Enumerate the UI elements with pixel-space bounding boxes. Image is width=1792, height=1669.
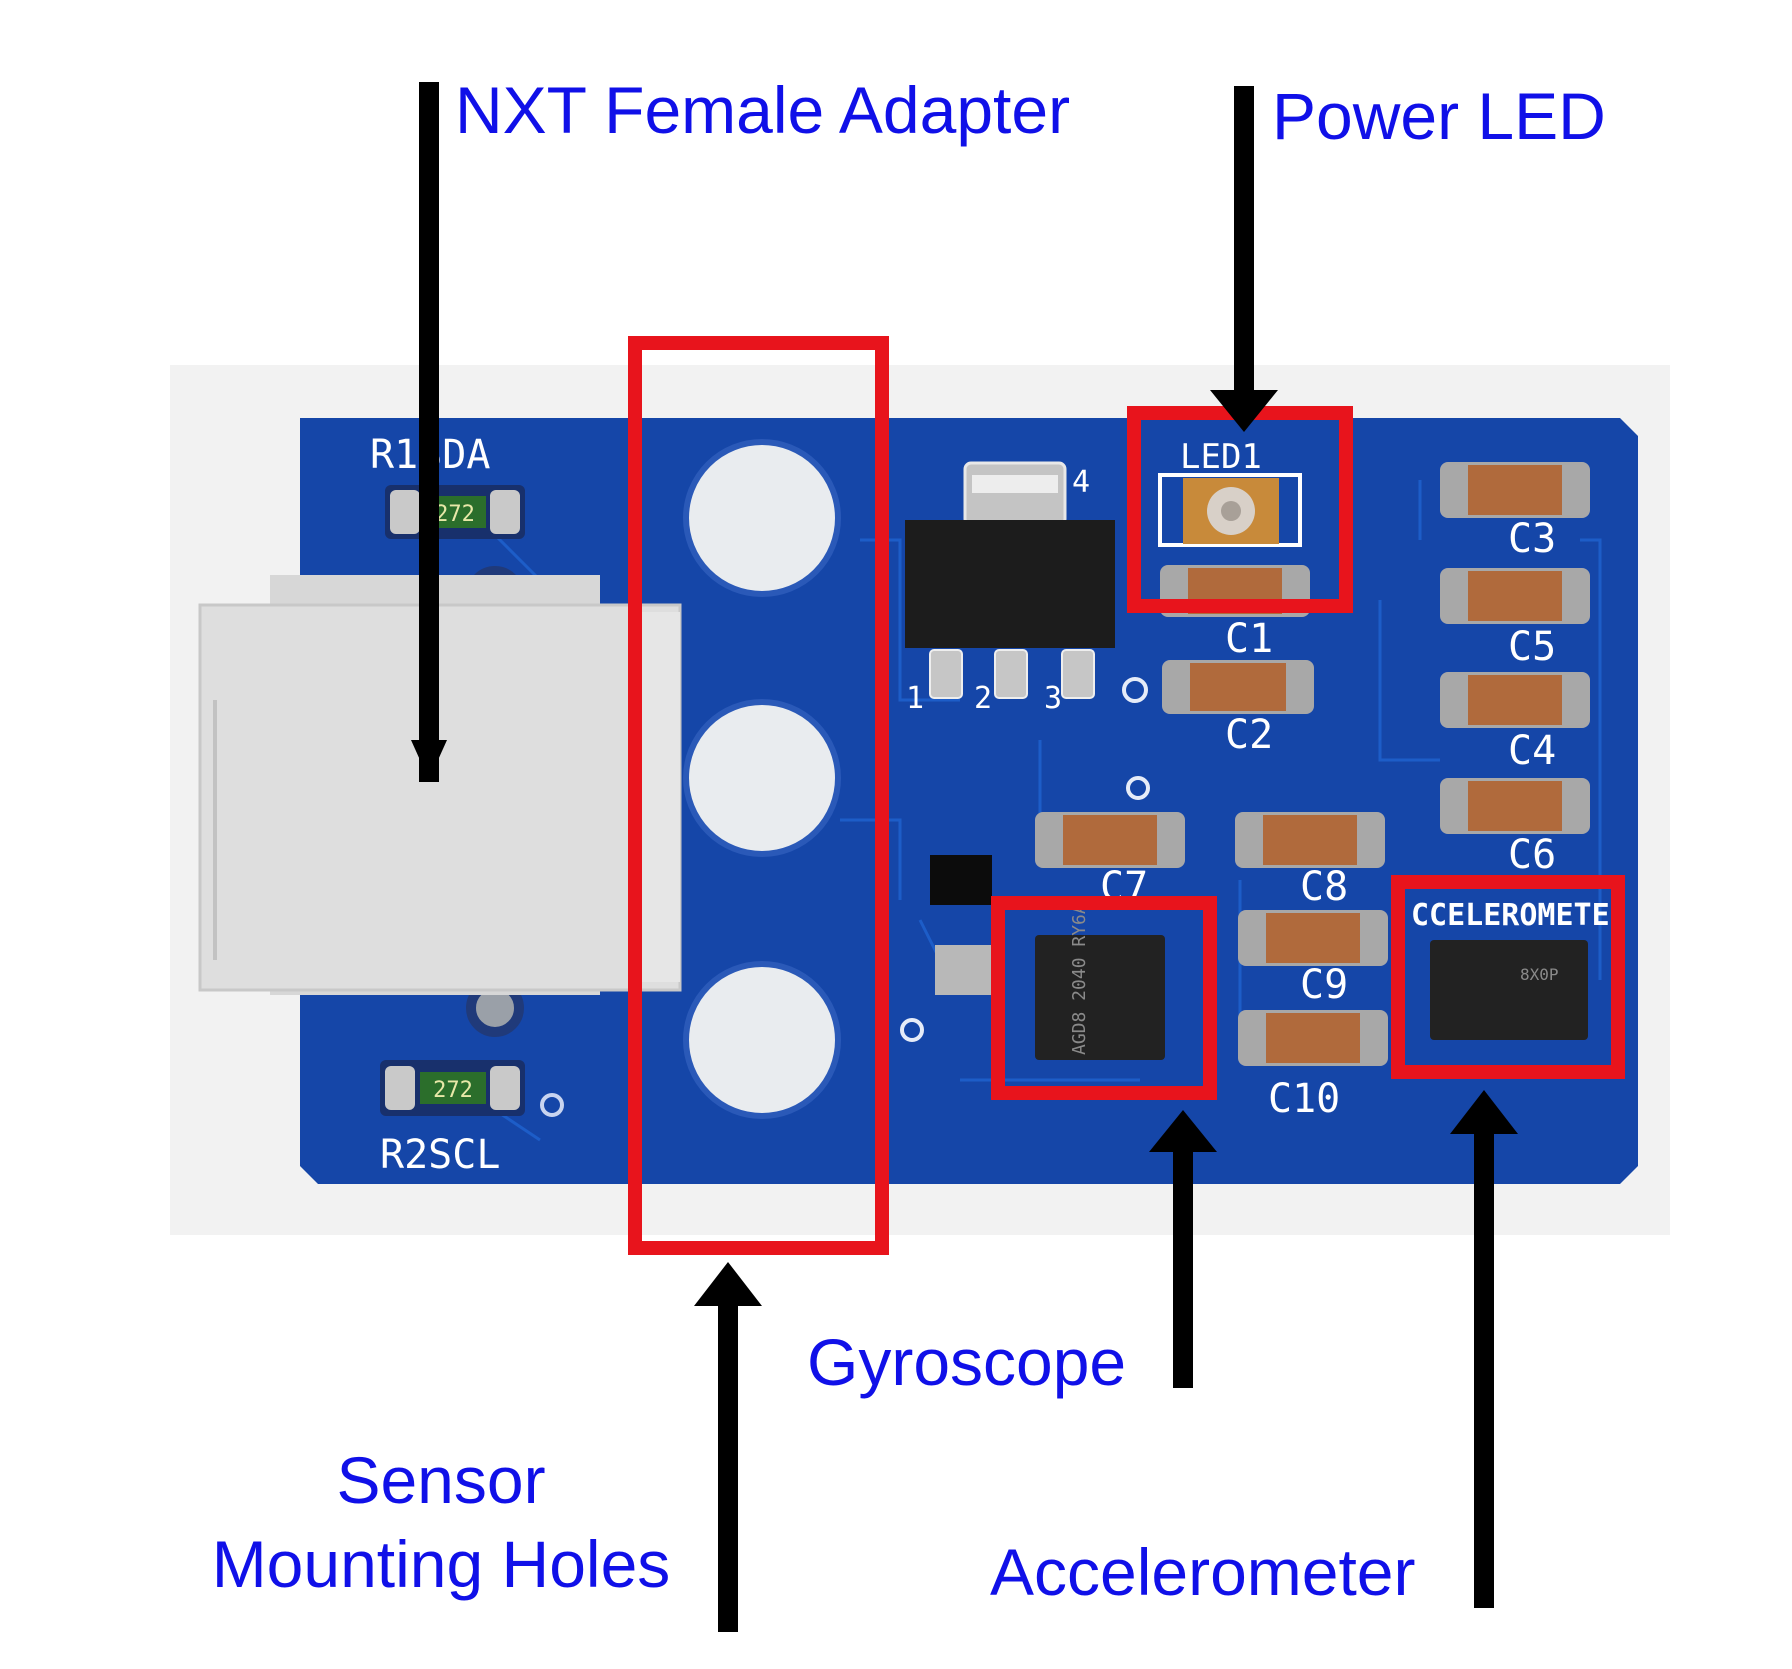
label-power-led: Power LED xyxy=(1272,79,1606,153)
mounting-hole-2 xyxy=(683,699,841,857)
resistor-r2-code: 272 xyxy=(433,1078,473,1103)
callout-arrows xyxy=(411,82,1518,1632)
accelerometer-chip: 8X0P xyxy=(1430,940,1588,1040)
highlight-accelerometer xyxy=(1391,875,1625,1079)
arrow-nxt-head xyxy=(411,740,447,780)
capacitor-c6 xyxy=(1440,778,1590,834)
label-c3: C3 xyxy=(1508,516,1556,562)
label-c1: C1 xyxy=(1225,616,1273,662)
arrow-gyroscope-head xyxy=(1149,1110,1217,1152)
capacitor-c10 xyxy=(1238,1010,1388,1066)
label-pin4: 4 xyxy=(1072,465,1090,500)
highlight-mounting-holes xyxy=(628,336,889,1255)
capacitor-c7 xyxy=(1035,812,1185,868)
silver-pad xyxy=(935,945,995,995)
arrow-accelerometer-head xyxy=(1450,1090,1518,1134)
label-accelerometer: Accelerometer xyxy=(990,1535,1416,1609)
mounting-hole-1 xyxy=(683,439,841,597)
led1-component xyxy=(1158,473,1302,547)
label-led1: LED1 xyxy=(1180,437,1262,477)
accelerometer-chip-marking: 8X0P xyxy=(1520,965,1559,984)
capacitor-c9 xyxy=(1238,910,1388,966)
gyroscope-chip-marking: AGD8 2040 RY6A xyxy=(1069,903,1090,1055)
arrow-power-led-head xyxy=(1210,390,1278,432)
via xyxy=(1122,677,1148,703)
label-accelerometer-silkscreen: CCELEROMETE xyxy=(1411,898,1610,933)
capacitor-c8 xyxy=(1235,812,1385,868)
label-nxt-female-adapter: NXT Female Adapter xyxy=(455,73,1071,147)
label-c2: C2 xyxy=(1225,712,1273,758)
label-c9: C9 xyxy=(1300,962,1348,1008)
label-pin3: 3 xyxy=(1044,681,1062,716)
arrow-nxt-shaft xyxy=(419,82,439,782)
label-c5: C5 xyxy=(1508,624,1556,670)
arrow-gyroscope-shaft xyxy=(1173,1148,1193,1388)
label-c10: C10 xyxy=(1268,1076,1340,1122)
mounting-hole-3 xyxy=(683,961,841,1119)
label-pin1: 1 xyxy=(906,681,924,716)
capacitor-c2 xyxy=(1162,660,1314,714)
label-pin2: 2 xyxy=(974,681,992,716)
arrow-mounting-head xyxy=(694,1262,762,1306)
label-sensor-line2: Mounting Holes xyxy=(211,1527,671,1601)
resistor-r1-code: 272 xyxy=(435,502,475,527)
capacitor-c3 xyxy=(1440,462,1590,518)
label-c6: C6 xyxy=(1508,832,1556,878)
arrow-accelerometer-shaft xyxy=(1474,1130,1494,1608)
gyroscope-chip: AGD8 2040 RY6A xyxy=(1035,903,1165,1060)
resistor-r2: 272 xyxy=(380,1060,525,1116)
label-sensor-mounting-holes: Sensor Mounting Holes xyxy=(192,1442,690,1602)
via xyxy=(900,1018,924,1042)
capacitor-c4 xyxy=(1440,672,1590,728)
arrow-mounting-shaft xyxy=(718,1300,738,1632)
label-gyroscope: Gyroscope xyxy=(807,1325,1127,1399)
voltage-regulator xyxy=(905,461,1115,699)
via xyxy=(540,1093,564,1117)
nxt-connector xyxy=(198,575,682,995)
label-c8: C8 xyxy=(1300,864,1348,910)
capacitor-c5 xyxy=(1440,568,1590,624)
arrow-power-led-shaft xyxy=(1234,86,1254,396)
black-pad xyxy=(930,855,992,905)
label-sensor-line1: Sensor xyxy=(336,1443,546,1517)
resistor-r1: 272 xyxy=(385,485,525,539)
label-r2scl: R2SCL xyxy=(380,1132,500,1178)
highlight-boxes xyxy=(628,336,1625,1255)
highlight-gyroscope xyxy=(991,896,1217,1100)
via xyxy=(1126,776,1150,800)
label-c4: C4 xyxy=(1508,728,1556,774)
